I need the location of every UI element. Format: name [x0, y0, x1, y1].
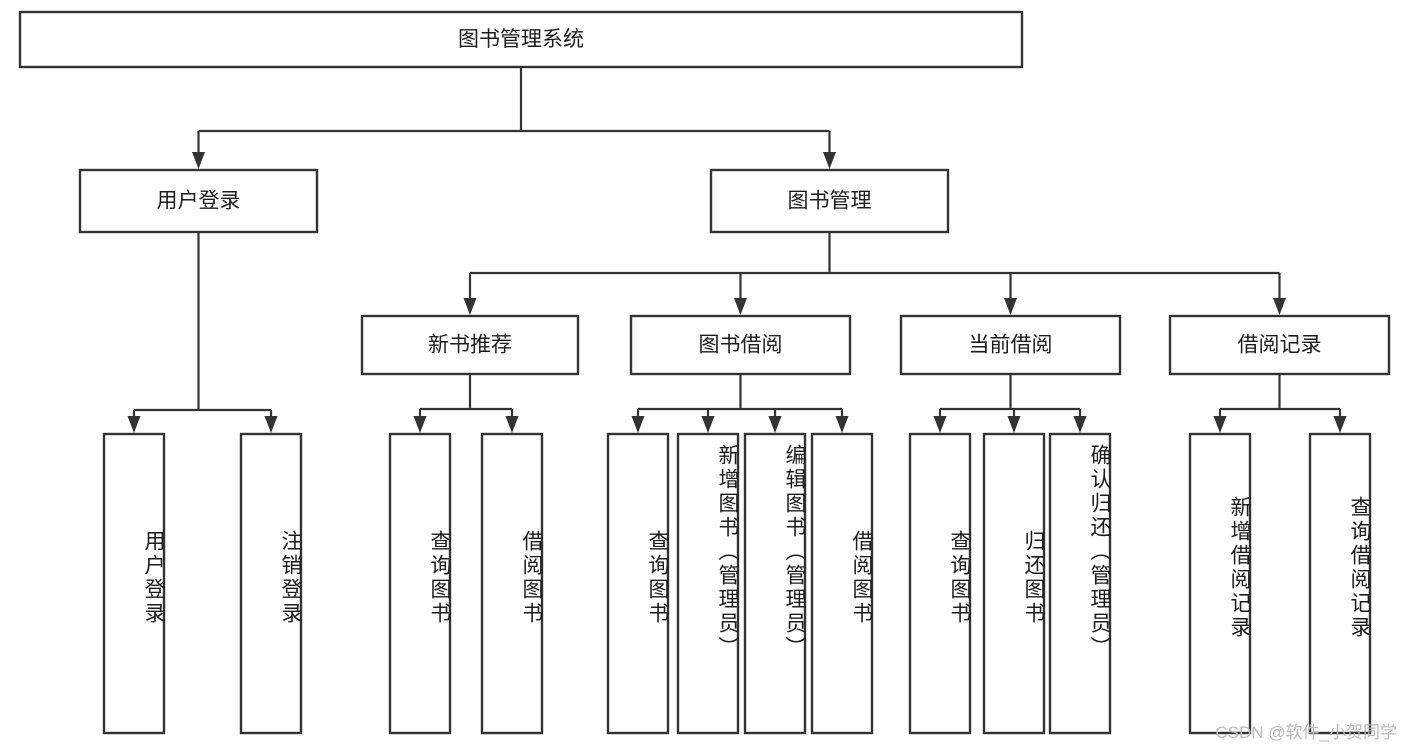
node-level2-用户登录[interactable]	[78, 168, 319, 234]
leaf-box-借阅图书-1[interactable]	[480, 432, 544, 735]
leaf-box-归还图书-1[interactable]	[982, 432, 1046, 735]
leaf-box-借阅图书-3[interactable]	[810, 432, 874, 735]
leaf-box-编辑图书管理员-2[interactable]	[743, 432, 807, 735]
leaf-box-查询借阅记录-1[interactable]	[1308, 432, 1372, 735]
leaf-box-查询图书-0[interactable]	[908, 432, 972, 735]
node-label-level3-新书推荐: 新书推荐	[428, 334, 512, 357]
node-level3-当前借阅[interactable]	[899, 314, 1122, 376]
node-level3-借阅记录[interactable]	[1168, 314, 1391, 376]
leaf-box-查询图书-0[interactable]	[388, 432, 452, 735]
leaf-box-注销登录-1[interactable]	[239, 432, 303, 735]
node-label-root: 图书管理系统	[458, 28, 584, 51]
node-boxes	[18, 10, 1391, 735]
node-level3-新书推荐[interactable]	[360, 314, 580, 376]
node-root-图书管理系统[interactable]	[18, 10, 1024, 69]
node-label-level3-当前借阅: 当前借阅	[969, 334, 1053, 357]
node-label-level3-借阅记录: 借阅记录	[1238, 334, 1322, 357]
node-label-level3-图书借阅: 图书借阅	[699, 334, 783, 357]
leaf-box-查询图书-0[interactable]	[606, 432, 670, 735]
leaf-box-确认归还管理员-2[interactable]	[1048, 432, 1112, 735]
node-level2-图书管理[interactable]	[709, 168, 950, 234]
leaf-box-新增借阅记录-0[interactable]	[1188, 432, 1252, 735]
node-level3-图书借阅[interactable]	[629, 314, 852, 376]
leaf-box-新增图书管理员-1[interactable]	[676, 432, 740, 735]
connector-lines	[127, 67, 1347, 433]
node-label-level2-用户登录: 用户登录	[157, 190, 241, 213]
leaf-box-用户登录-0[interactable]	[102, 432, 166, 735]
node-label-level2-图书管理: 图书管理	[788, 190, 872, 213]
